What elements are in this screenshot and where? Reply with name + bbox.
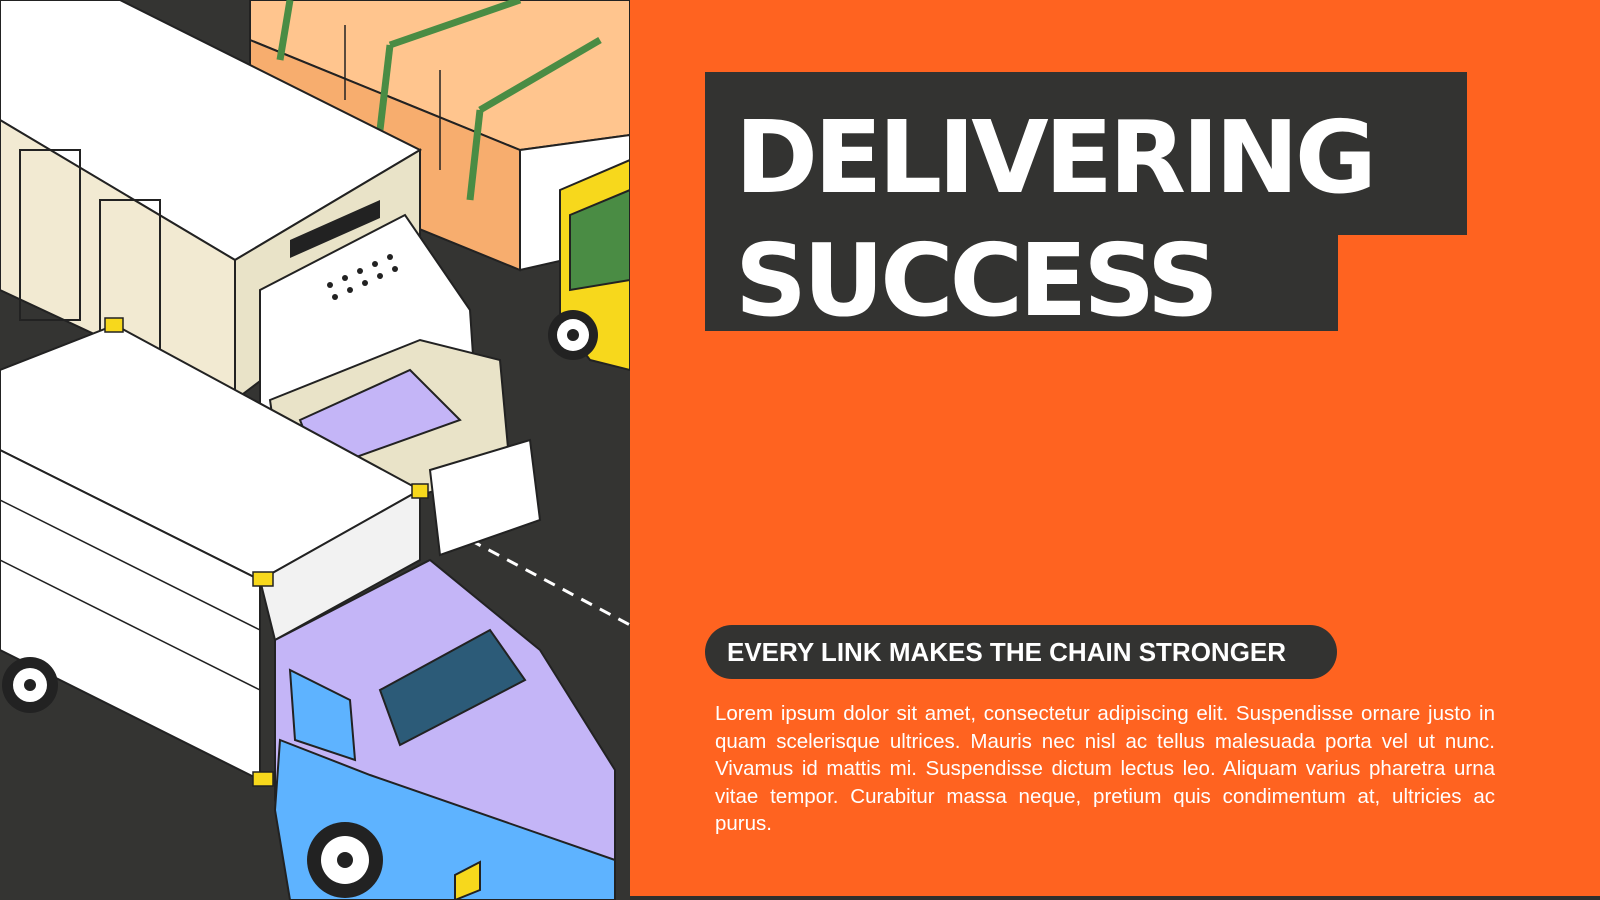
tagline-badge: EVERY LINK MAKES THE CHAIN STRONGER: [705, 625, 1337, 679]
delivery-truck-illustration-icon: [0, 0, 630, 900]
page-title: DELIVERING SUCCESS: [705, 72, 1467, 331]
title-line-1: DELIVERING: [705, 72, 1467, 235]
content-panel: DELIVERING SUCCESS EVERY LINK MAKES THE …: [630, 0, 1600, 896]
delivery-trucks-illustration: [0, 0, 630, 900]
title-line-2: SUCCESS: [705, 231, 1338, 331]
body-paragraph: Lorem ipsum dolor sit amet, consectetur …: [715, 702, 1495, 835]
